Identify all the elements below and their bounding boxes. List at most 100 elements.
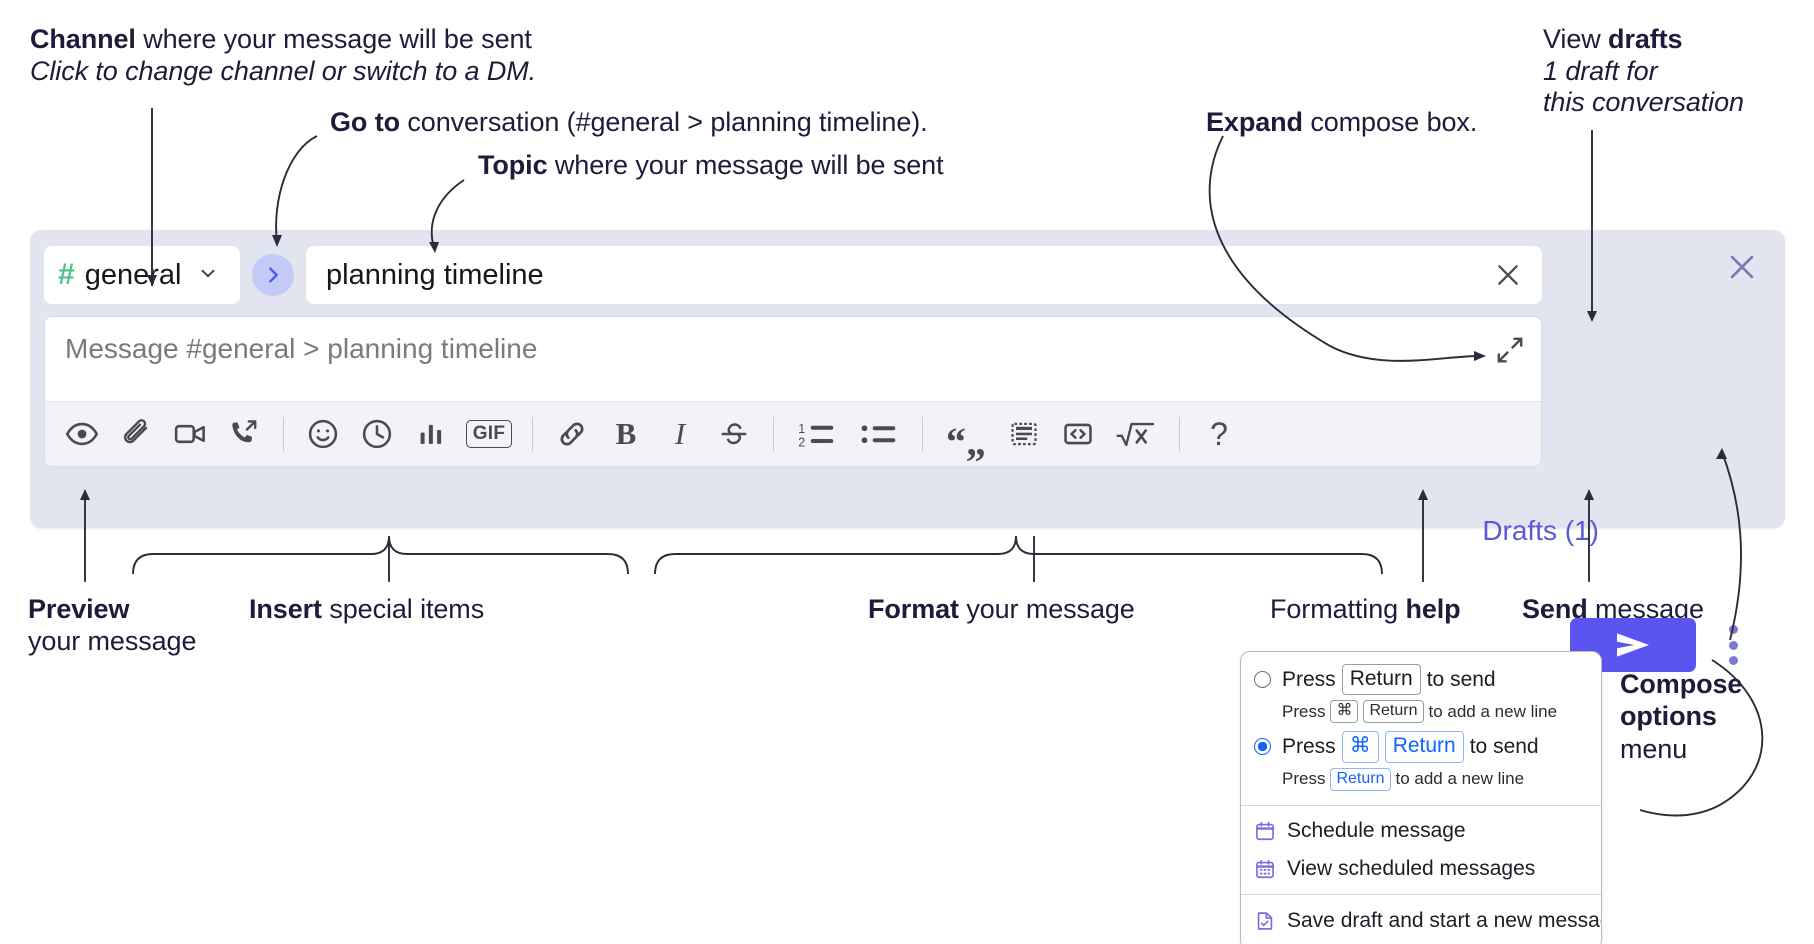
italic-icon: I bbox=[674, 416, 686, 451]
drafts-link[interactable]: Drafts (1) bbox=[1482, 515, 1599, 546]
inline-code-icon bbox=[1064, 423, 1092, 445]
call-button[interactable] bbox=[217, 407, 271, 461]
to-send-text: to send bbox=[1426, 667, 1496, 691]
kbd-return: Return bbox=[1384, 731, 1464, 763]
math-button[interactable] bbox=[1105, 407, 1167, 461]
annotation-topic: Topic where your message will be sent bbox=[478, 150, 944, 182]
kbd-return: Return bbox=[1330, 767, 1391, 791]
sub-tail-text: to add a new line bbox=[1395, 769, 1525, 788]
channel-selector[interactable]: # general bbox=[44, 246, 240, 304]
calendar-grid-icon bbox=[1254, 858, 1276, 880]
svg-text:2: 2 bbox=[798, 436, 805, 450]
annotation-insert-bold: Insert bbox=[249, 594, 322, 624]
code-block-icon bbox=[1011, 422, 1037, 446]
link-button[interactable] bbox=[545, 407, 599, 461]
toolbar-separator bbox=[922, 417, 923, 451]
save-draft-group: Save draft and start a new message bbox=[1241, 895, 1601, 944]
emoji-button[interactable] bbox=[296, 407, 350, 461]
kbd-return: Return bbox=[1363, 700, 1424, 724]
annotation-preview: Preview your message bbox=[28, 594, 196, 657]
annotation-preview-sub: your message bbox=[28, 625, 197, 656]
menu-divider bbox=[1241, 804, 1601, 806]
bold-icon: B bbox=[615, 416, 637, 451]
inline-code-button[interactable] bbox=[1051, 407, 1105, 461]
bold-button[interactable]: B bbox=[599, 407, 653, 461]
annotation-channel-sub: Click to change channel or switch to a D… bbox=[30, 55, 537, 86]
ordered-list-button[interactable]: 1 2 bbox=[786, 407, 848, 461]
annotation-drafts-bold: drafts bbox=[1608, 24, 1683, 54]
annotation-format-rest: your message bbox=[958, 594, 1135, 624]
annotation-channel-bold: Channel bbox=[30, 24, 136, 54]
radio-option-cmd-return[interactable]: Press ⌘ Return to send bbox=[1241, 729, 1601, 764]
annotation-topic-bold: Topic bbox=[478, 150, 548, 180]
compose-inner: # general planning timeline bbox=[44, 244, 1542, 467]
blockquote-button[interactable]: “„ bbox=[946, 419, 986, 464]
math-sqrt-icon bbox=[1116, 422, 1155, 447]
sub-press-text: Press bbox=[1282, 769, 1326, 788]
annotation-help-bold: help bbox=[1405, 594, 1461, 624]
annotation-drafts-pre: View bbox=[1543, 24, 1609, 54]
menu-item-view-scheduled-messages[interactable]: View scheduled messages bbox=[1241, 850, 1601, 888]
preview-button[interactable] bbox=[55, 407, 109, 461]
annotation-goto-rest: conversation (#general > planning timeli… bbox=[399, 107, 928, 137]
help-question-icon: ? bbox=[1210, 416, 1228, 452]
menu-item-label: View scheduled messages bbox=[1287, 856, 1536, 880]
brace-insert bbox=[132, 535, 629, 575]
clock-icon bbox=[362, 419, 392, 449]
brace-format bbox=[654, 535, 1383, 575]
expand-compose-button[interactable] bbox=[1495, 335, 1525, 370]
toolbar-separator bbox=[1179, 417, 1180, 451]
send-paper-plane-icon bbox=[1617, 633, 1649, 657]
close-panel-button[interactable] bbox=[1725, 250, 1759, 289]
topic-input[interactable]: planning timeline bbox=[326, 258, 544, 291]
expand-icon bbox=[1497, 337, 1523, 363]
kbd-return: Return bbox=[1341, 664, 1421, 696]
compose-options-button[interactable] bbox=[1720, 622, 1746, 668]
radio-button-selected[interactable] bbox=[1254, 738, 1271, 756]
annotation-expand-rest: compose box. bbox=[1302, 107, 1478, 137]
ordered-list-icon: 1 2 bbox=[798, 422, 834, 450]
more-options-dot bbox=[1728, 640, 1738, 650]
strikethrough-button[interactable] bbox=[707, 407, 761, 461]
attachment-button[interactable] bbox=[109, 407, 163, 461]
sub-tail-text: to add a new line bbox=[1428, 701, 1558, 721]
clear-topic-button[interactable] bbox=[1492, 259, 1524, 291]
bulleted-list-button[interactable] bbox=[848, 407, 910, 461]
menu-item-save-draft[interactable]: Save draft and start a new message bbox=[1241, 902, 1601, 940]
formatting-toolbar: GIF B I bbox=[45, 401, 1541, 466]
menu-item-schedule-message[interactable]: Schedule message bbox=[1241, 812, 1601, 850]
goto-conversation-button[interactable] bbox=[252, 254, 294, 296]
toolbar-separator bbox=[773, 417, 774, 451]
close-icon bbox=[1498, 265, 1518, 285]
italic-button[interactable]: I bbox=[653, 407, 707, 461]
radio-option-cmd-return-label: Press ⌘ Return to send bbox=[1282, 731, 1539, 763]
video-camera-icon bbox=[174, 424, 205, 444]
chevron-down-icon bbox=[197, 262, 219, 289]
bulleted-list-icon bbox=[861, 425, 896, 444]
annotation-help-pre: Formatting bbox=[1270, 594, 1406, 624]
schedule-clock-button[interactable] bbox=[350, 407, 404, 461]
close-icon bbox=[1730, 255, 1754, 279]
message-input-area[interactable]: Message #general > planning timeline bbox=[45, 317, 1541, 401]
annotation-topic-rest: where your message will be sent bbox=[547, 150, 944, 180]
press-text: Press bbox=[1282, 667, 1336, 691]
annotation-compose-bold1: Compose bbox=[1620, 669, 1743, 699]
radio-button-unselected[interactable] bbox=[1254, 671, 1271, 689]
poll-bar-chart-icon bbox=[420, 424, 442, 444]
gif-button[interactable]: GIF bbox=[458, 407, 520, 461]
video-clip-button[interactable] bbox=[163, 407, 217, 461]
radio-option-return-sublabel: Press ⌘ Return to add a new line bbox=[1241, 697, 1601, 729]
radio-option-return[interactable]: Press Return to send bbox=[1241, 662, 1601, 697]
topic-field[interactable]: planning timeline bbox=[306, 246, 1542, 304]
poll-button[interactable] bbox=[404, 407, 458, 461]
press-text: Press bbox=[1282, 734, 1336, 758]
code-block-button[interactable] bbox=[997, 407, 1051, 461]
attachment-paperclip-icon bbox=[123, 419, 148, 444]
annotation-formatting-help: Formatting help bbox=[1270, 594, 1461, 626]
annotation-goto-bold: Go to bbox=[330, 107, 400, 137]
message-placeholder: Message #general > planning timeline bbox=[65, 333, 538, 364]
formatting-help-button[interactable]: ? bbox=[1192, 407, 1246, 461]
more-options-vertical-icon bbox=[1728, 625, 1738, 634]
gif-icon: GIF bbox=[465, 420, 513, 448]
